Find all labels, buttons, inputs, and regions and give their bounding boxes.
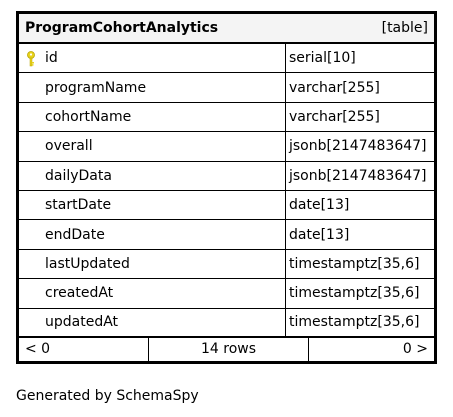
- table-name: ProgramCohortAnalytics: [25, 20, 219, 36]
- column-type: serial[10]: [289, 50, 356, 67]
- generated-by-note: Generated by SchemaSpy: [16, 388, 199, 404]
- column-row: overall jsonb[2147483647]: [19, 132, 434, 162]
- parent-count: < 0: [19, 337, 149, 361]
- column-row: createdAt timestamptz[35,6]: [19, 279, 434, 309]
- schema-table: ProgramCohortAnalytics [table] id serial…: [16, 11, 437, 364]
- column-type: timestamptz[35,6]: [289, 314, 420, 331]
- column-row: lastUpdated timestamptz[35,6]: [19, 249, 434, 280]
- column-name: id: [45, 50, 58, 67]
- column-name: endDate: [45, 226, 105, 243]
- column-row: cohortName varchar[255]: [19, 102, 434, 133]
- column-name: programName: [45, 79, 147, 96]
- table-header: ProgramCohortAnalytics [table]: [19, 14, 434, 44]
- column-type: timestamptz[35,6]: [289, 255, 420, 272]
- column-row: updatedAt timestamptz[35,6]: [19, 308, 434, 338]
- column-type: date[13]: [289, 197, 350, 214]
- column-row: endDate date[13]: [19, 220, 434, 250]
- column-type: varchar[255]: [289, 108, 380, 125]
- row-count: 14 rows: [149, 337, 309, 361]
- column-row: id serial[10]: [19, 44, 434, 74]
- column-row: dailyData jsonb[2147483647]: [19, 161, 434, 191]
- primary-key-icon: [26, 51, 36, 67]
- column-name: cohortName: [45, 108, 132, 125]
- column-type: jsonb[2147483647]: [289, 138, 427, 155]
- child-count: 0 >: [402, 341, 428, 358]
- column-type: varchar[255]: [289, 79, 380, 96]
- column-type: timestamptz[35,6]: [289, 285, 420, 302]
- column-name: lastUpdated: [45, 255, 130, 272]
- table-footer: < 0 14 rows 0 >: [19, 337, 434, 361]
- table-kind: [table]: [381, 20, 428, 36]
- column-name: createdAt: [45, 285, 114, 302]
- column-type: jsonb[2147483647]: [289, 167, 427, 184]
- column-row: startDate date[13]: [19, 190, 434, 221]
- column-type: date[13]: [289, 226, 350, 243]
- column-name: overall: [45, 138, 93, 155]
- column-name: updatedAt: [45, 314, 119, 331]
- column-row: programName varchar[255]: [19, 73, 434, 103]
- column-name: dailyData: [45, 167, 112, 184]
- column-name: startDate: [45, 197, 112, 214]
